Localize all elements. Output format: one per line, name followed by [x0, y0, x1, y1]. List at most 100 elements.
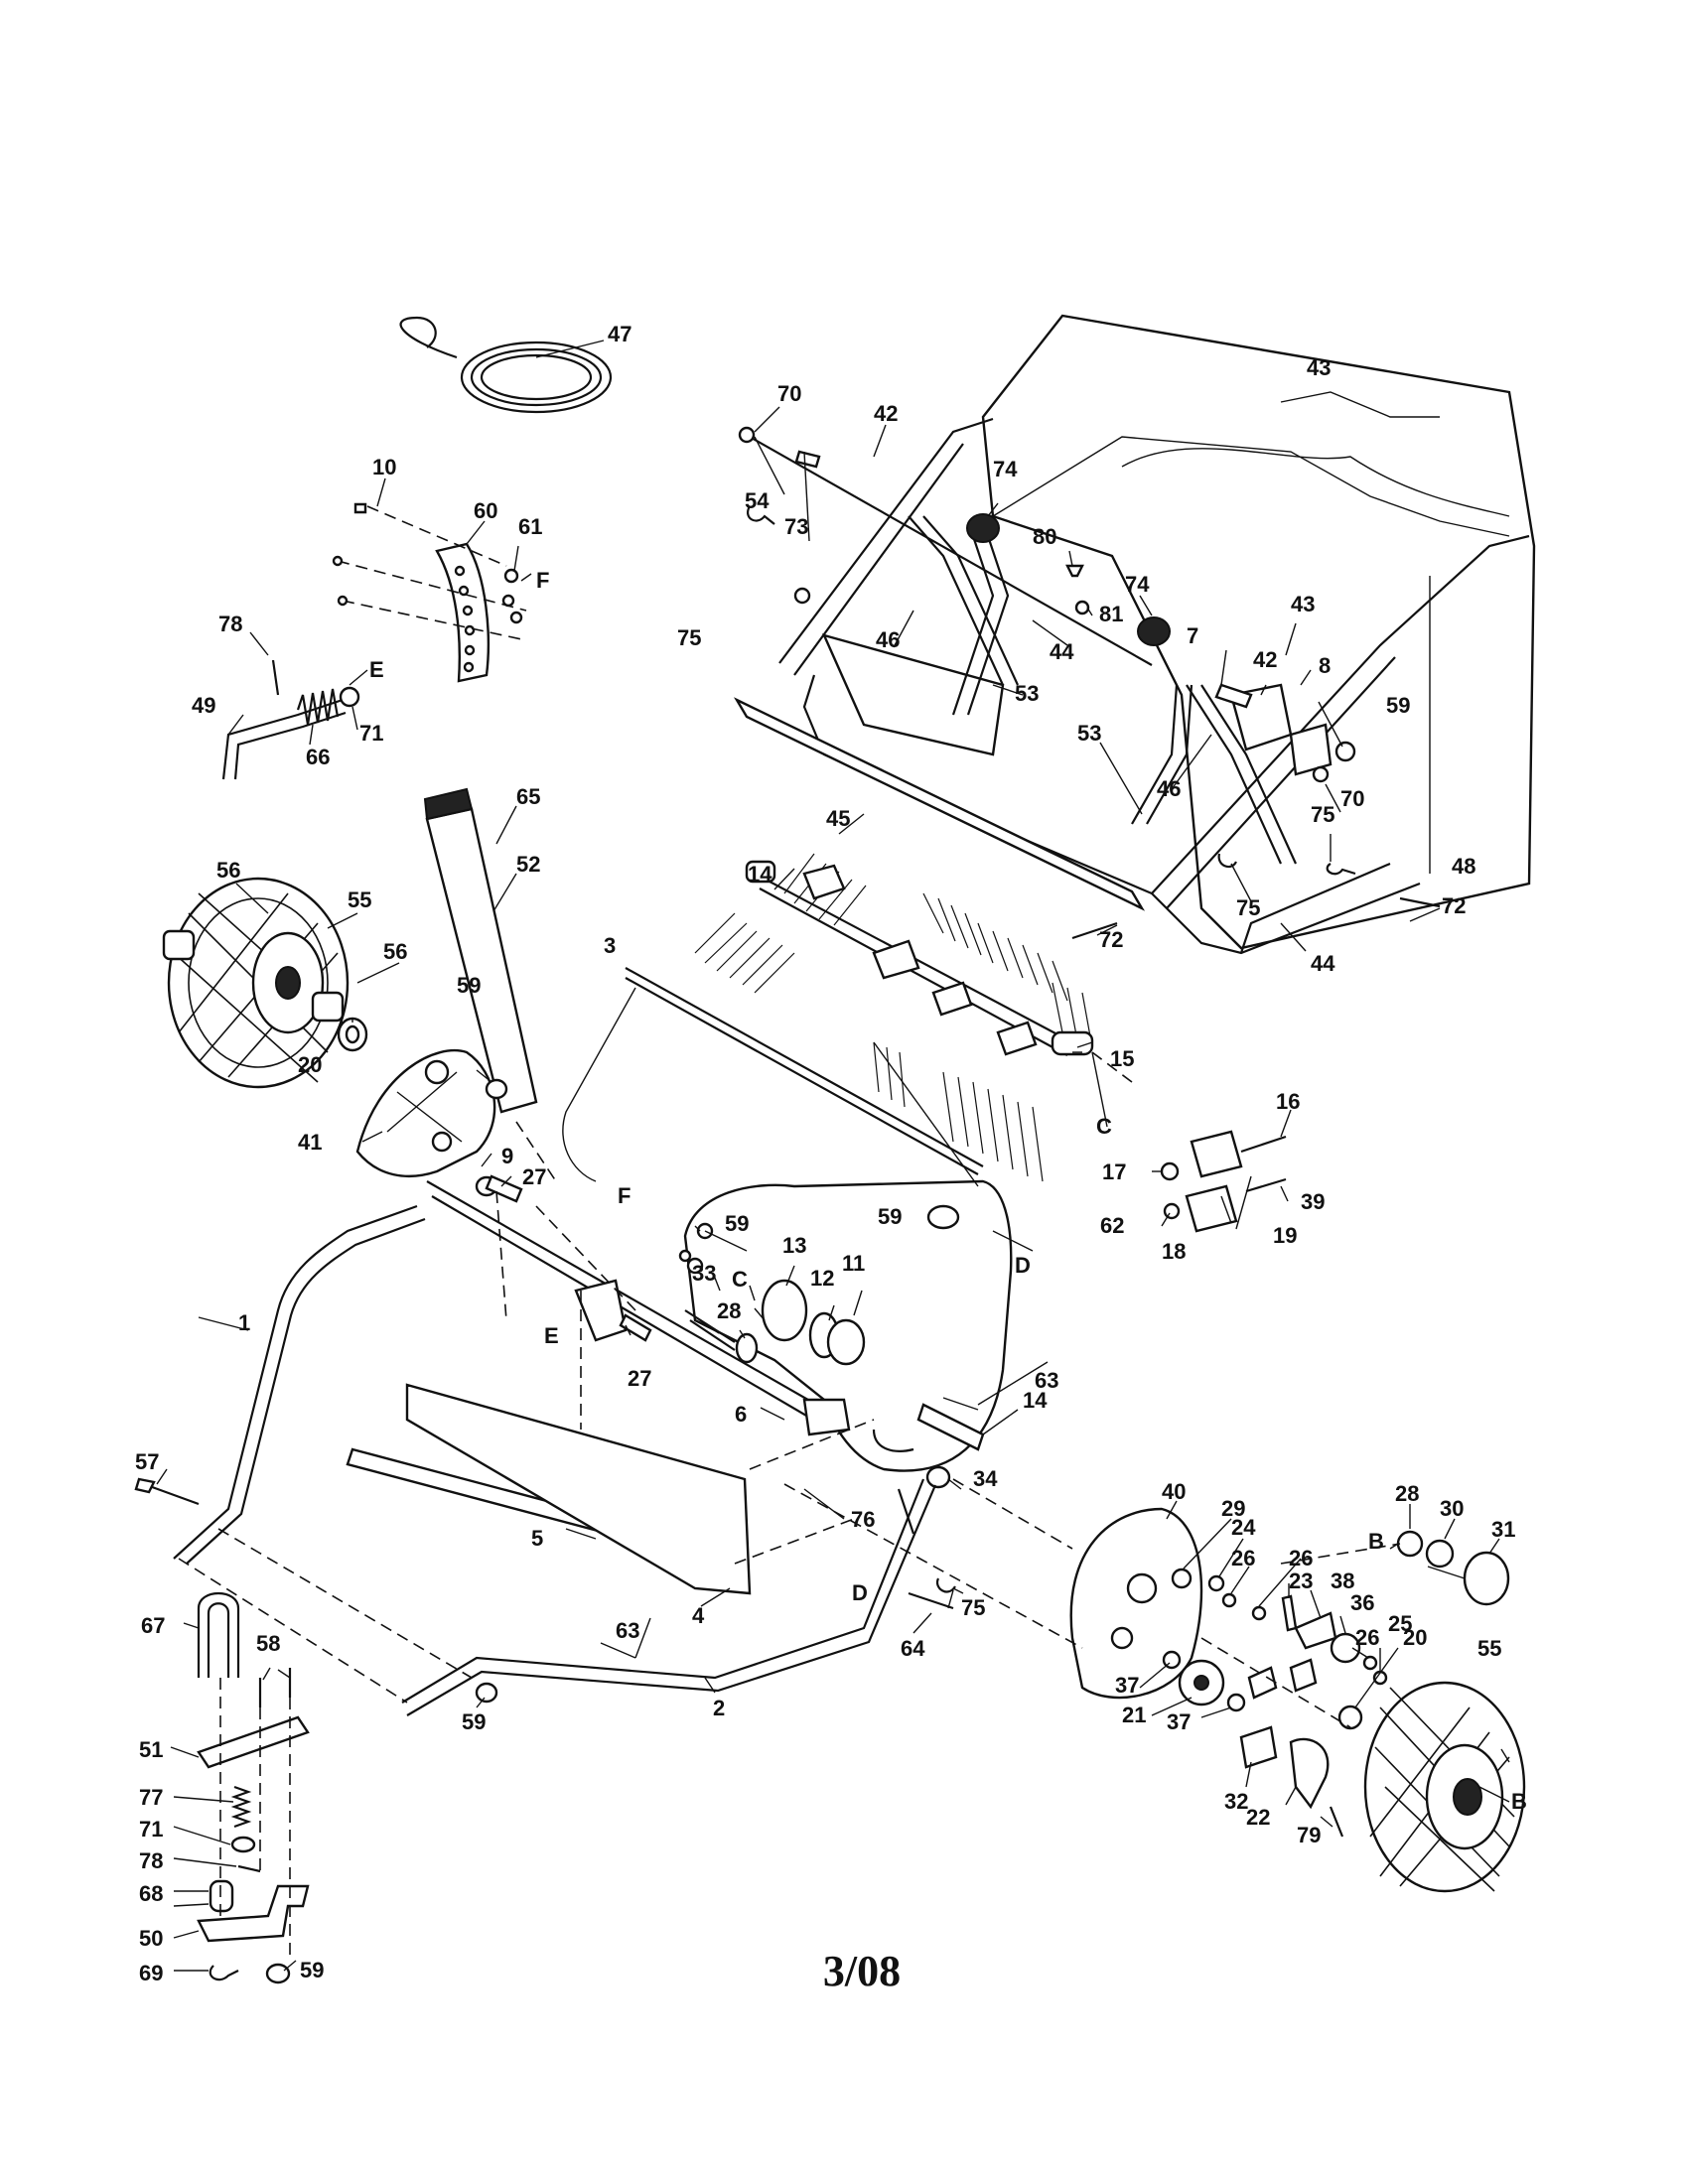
pin-23 [1281, 1594, 1298, 1632]
callout-52: 52 [516, 852, 540, 877]
callout-79: 79 [1297, 1823, 1321, 1847]
axle-6 [426, 1180, 835, 1416]
plate-51 [197, 1715, 310, 1769]
left-side-plate-assembly [355, 787, 652, 1342]
callout-59-hopper: 59 [1386, 693, 1410, 718]
callout-37-right: 37 [1167, 1709, 1191, 1734]
callout-29: 29 [1221, 1496, 1245, 1521]
rod-54 [749, 436, 1153, 666]
callout-39: 39 [1301, 1189, 1325, 1214]
callout-49: 49 [192, 693, 215, 718]
handle-and-blade-assembly [134, 1204, 979, 1716]
callout-81: 81 [1099, 602, 1123, 626]
nut-61 [503, 568, 519, 584]
callout-26-c: 26 [1355, 1625, 1379, 1650]
callout-36: 36 [1350, 1590, 1374, 1615]
strut-46-left [908, 515, 1004, 686]
callout-55-left: 55 [348, 887, 371, 912]
pawl-32 [1239, 1725, 1278, 1769]
callout-14-top: 14 [748, 862, 772, 887]
adjuster-plate-60 [435, 542, 490, 683]
brush-assembly [694, 853, 1094, 1182]
bolt-73 [794, 450, 821, 469]
page-date-code: 3/08 [822, 1947, 902, 1995]
cap-74-right [1137, 616, 1171, 646]
washer-71-upper [339, 686, 360, 708]
callout-48: 48 [1452, 854, 1475, 879]
bearing-11 [826, 1318, 866, 1366]
clip-75-lower [935, 1577, 956, 1593]
handle-tube-1 [173, 1204, 418, 1560]
callout-32: 32 [1224, 1789, 1248, 1814]
callout-72-left: 72 [1099, 927, 1123, 952]
slot-detail [872, 1429, 914, 1452]
gear-36 [1330, 1632, 1361, 1664]
callout-7: 7 [1187, 623, 1198, 648]
pin-76 [897, 1488, 915, 1535]
screw-39 [1245, 1177, 1287, 1193]
bracket-E [574, 1279, 628, 1342]
callout-78-top: 78 [218, 612, 242, 636]
bracket-50 [197, 1884, 310, 1943]
cable-47 [460, 341, 613, 414]
bottom-left-hardware [197, 1592, 310, 1984]
hopper-handle-rear [1151, 534, 1530, 894]
brush-bristles [694, 853, 1093, 1182]
bolt-16 [1240, 1135, 1287, 1154]
callout-33: 33 [692, 1261, 716, 1286]
nut-59-housing [926, 1204, 960, 1230]
bolt-27-lower [619, 1313, 652, 1342]
brush-bracket-3 [931, 981, 973, 1017]
pawl-b [1289, 1658, 1318, 1693]
bushing-68 [209, 1879, 234, 1913]
callout-25: 25 [1388, 1611, 1412, 1636]
spring-66 [296, 688, 340, 726]
callout-74-top: 74 [993, 457, 1018, 481]
clip-69 [209, 1965, 239, 1981]
callout-31: 31 [1491, 1517, 1515, 1542]
callout-61: 61 [518, 514, 542, 539]
clip-75-left [747, 505, 775, 525]
callout-letter-B-right: B [1511, 1789, 1527, 1814]
cam-22 [1289, 1737, 1330, 1810]
callout-12: 12 [810, 1266, 834, 1291]
callout-19: 19 [1273, 1223, 1297, 1248]
pawl-a [1247, 1666, 1278, 1700]
callout-40: 40 [1162, 1479, 1186, 1504]
washer-71-lower [230, 1836, 256, 1853]
washer-28 [735, 1332, 759, 1364]
callout-47: 47 [608, 322, 632, 346]
callout-62: 62 [1100, 1213, 1124, 1238]
handle-tube-2 [401, 1478, 925, 1704]
washer-20-right [1337, 1705, 1363, 1730]
hopper-handle-front [778, 417, 994, 664]
clip-75-right [1326, 863, 1356, 876]
callout-letter-F-top: F [536, 568, 549, 593]
axle-end-bracket [802, 1398, 851, 1436]
callout-54: 54 [745, 488, 770, 513]
callout-5: 5 [531, 1526, 543, 1551]
callout-37-left: 37 [1115, 1673, 1139, 1698]
u-bolt-67 [197, 1592, 240, 1678]
callout-28-mid: 28 [717, 1298, 741, 1323]
pin-72-right [1399, 896, 1441, 908]
callout-75-right: 75 [1311, 802, 1334, 827]
hopper-crossbar-45 [733, 697, 1146, 911]
wire-63-upper [942, 1397, 979, 1411]
callout-71-lower: 71 [139, 1817, 163, 1842]
callout-27-upper: 27 [522, 1164, 546, 1189]
callout-80: 80 [1033, 524, 1056, 549]
callout-67: 67 [141, 1613, 165, 1638]
right-wheel-assembly [1363, 1530, 1526, 1893]
grip-65 [423, 787, 474, 821]
callout-70-top: 70 [777, 381, 801, 406]
callout-75-lower: 75 [961, 1595, 985, 1620]
bolt-57 [143, 1482, 200, 1506]
callout-20-left: 20 [298, 1052, 322, 1077]
callout-42-top: 42 [874, 401, 898, 426]
callout-59-mid: 59 [725, 1211, 749, 1236]
callout-34: 34 [973, 1466, 998, 1491]
callout-60: 60 [474, 498, 497, 523]
callout-46-left: 46 [876, 627, 900, 652]
